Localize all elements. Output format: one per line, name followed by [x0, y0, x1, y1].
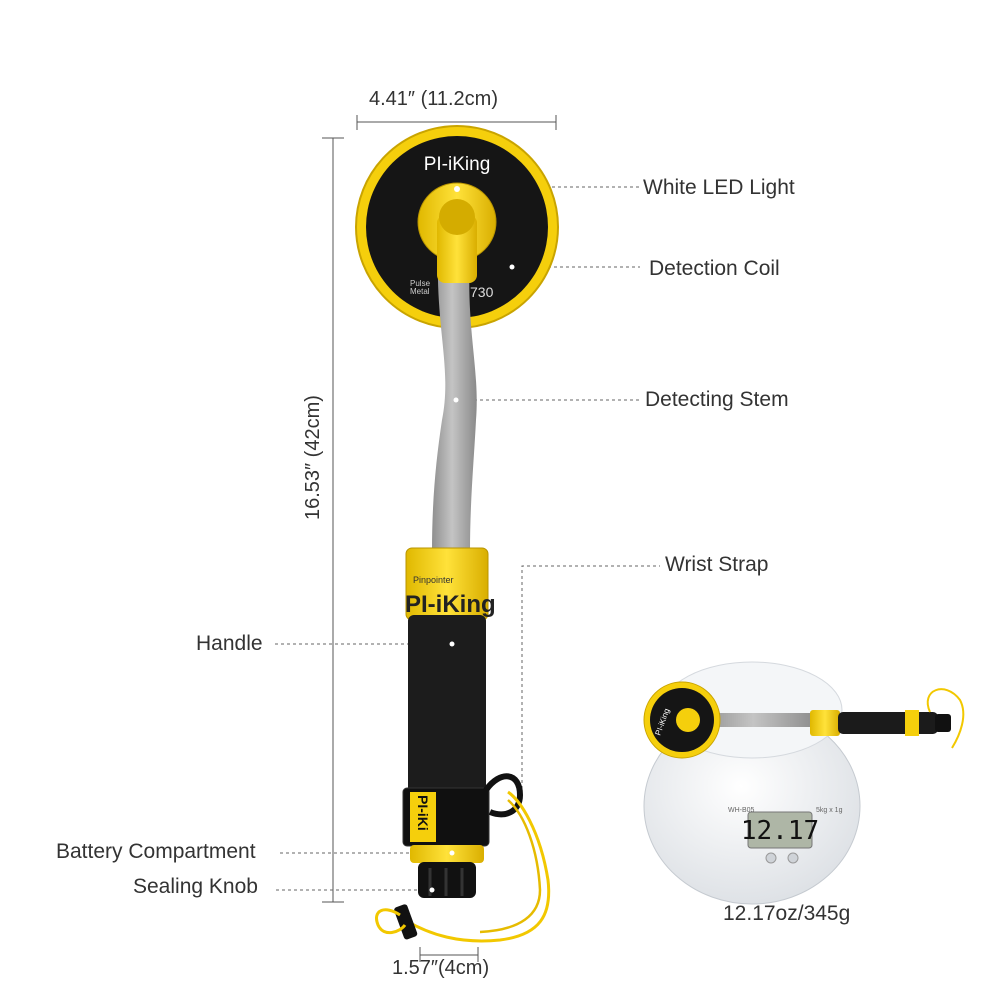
scale-brand: WH-B05 [728, 807, 755, 814]
knob-dimension-label: 1.57″(4cm) [392, 957, 490, 979]
callout-battery-compartment: Battery Compartment [56, 840, 256, 863]
battery-compartment [410, 845, 484, 863]
scale-inset: 12.17 WH-B05 5kg x 1g PI-iKing [643, 661, 965, 905]
strap-brand: PI-iKi [415, 795, 431, 831]
scale-display [747, 811, 813, 849]
callout-detecting-stem: Detecting Stem [645, 388, 789, 411]
callout-wrist-strap: Wrist Strap [665, 553, 769, 576]
width-dimension-label: 4.41″ (11.2cm) [369, 88, 498, 110]
dimension-lines [322, 115, 557, 962]
handle-brand: PI-iKing [405, 591, 496, 618]
mini-stem [700, 713, 818, 727]
detecting-stem [432, 255, 477, 552]
scale-reading: 12.17 [741, 816, 819, 846]
coil-brand: PI-iKing [424, 154, 491, 175]
coil-model: 730 [470, 284, 494, 300]
mini-lanyard [926, 688, 965, 749]
scale-capacity: 5kg x 1g [816, 807, 843, 814]
callout-detection-coil: Detection Coil [649, 257, 780, 280]
pinpointer: PI-iKing Pulse Metal 730 Pinpointer PI-i… [355, 125, 559, 943]
handle-text-1: Pinpointer [413, 575, 454, 585]
length-dimension-label: 16.53″ (42cm) [302, 395, 324, 520]
weight-caption: 12.17oz/345g [723, 902, 851, 925]
coil-text-1: Pulse [410, 279, 431, 288]
callout-leaders [275, 186, 660, 891]
coil-text-2: Metal [410, 287, 430, 296]
callout-sealing-knob: Sealing Knob [133, 875, 258, 898]
mini-grip [838, 712, 938, 734]
mini-collar [810, 710, 840, 736]
lanyard [404, 790, 551, 943]
white-led [454, 186, 460, 192]
callout-handle: Handle [196, 632, 263, 655]
callout-white-led: White LED Light [643, 176, 795, 199]
